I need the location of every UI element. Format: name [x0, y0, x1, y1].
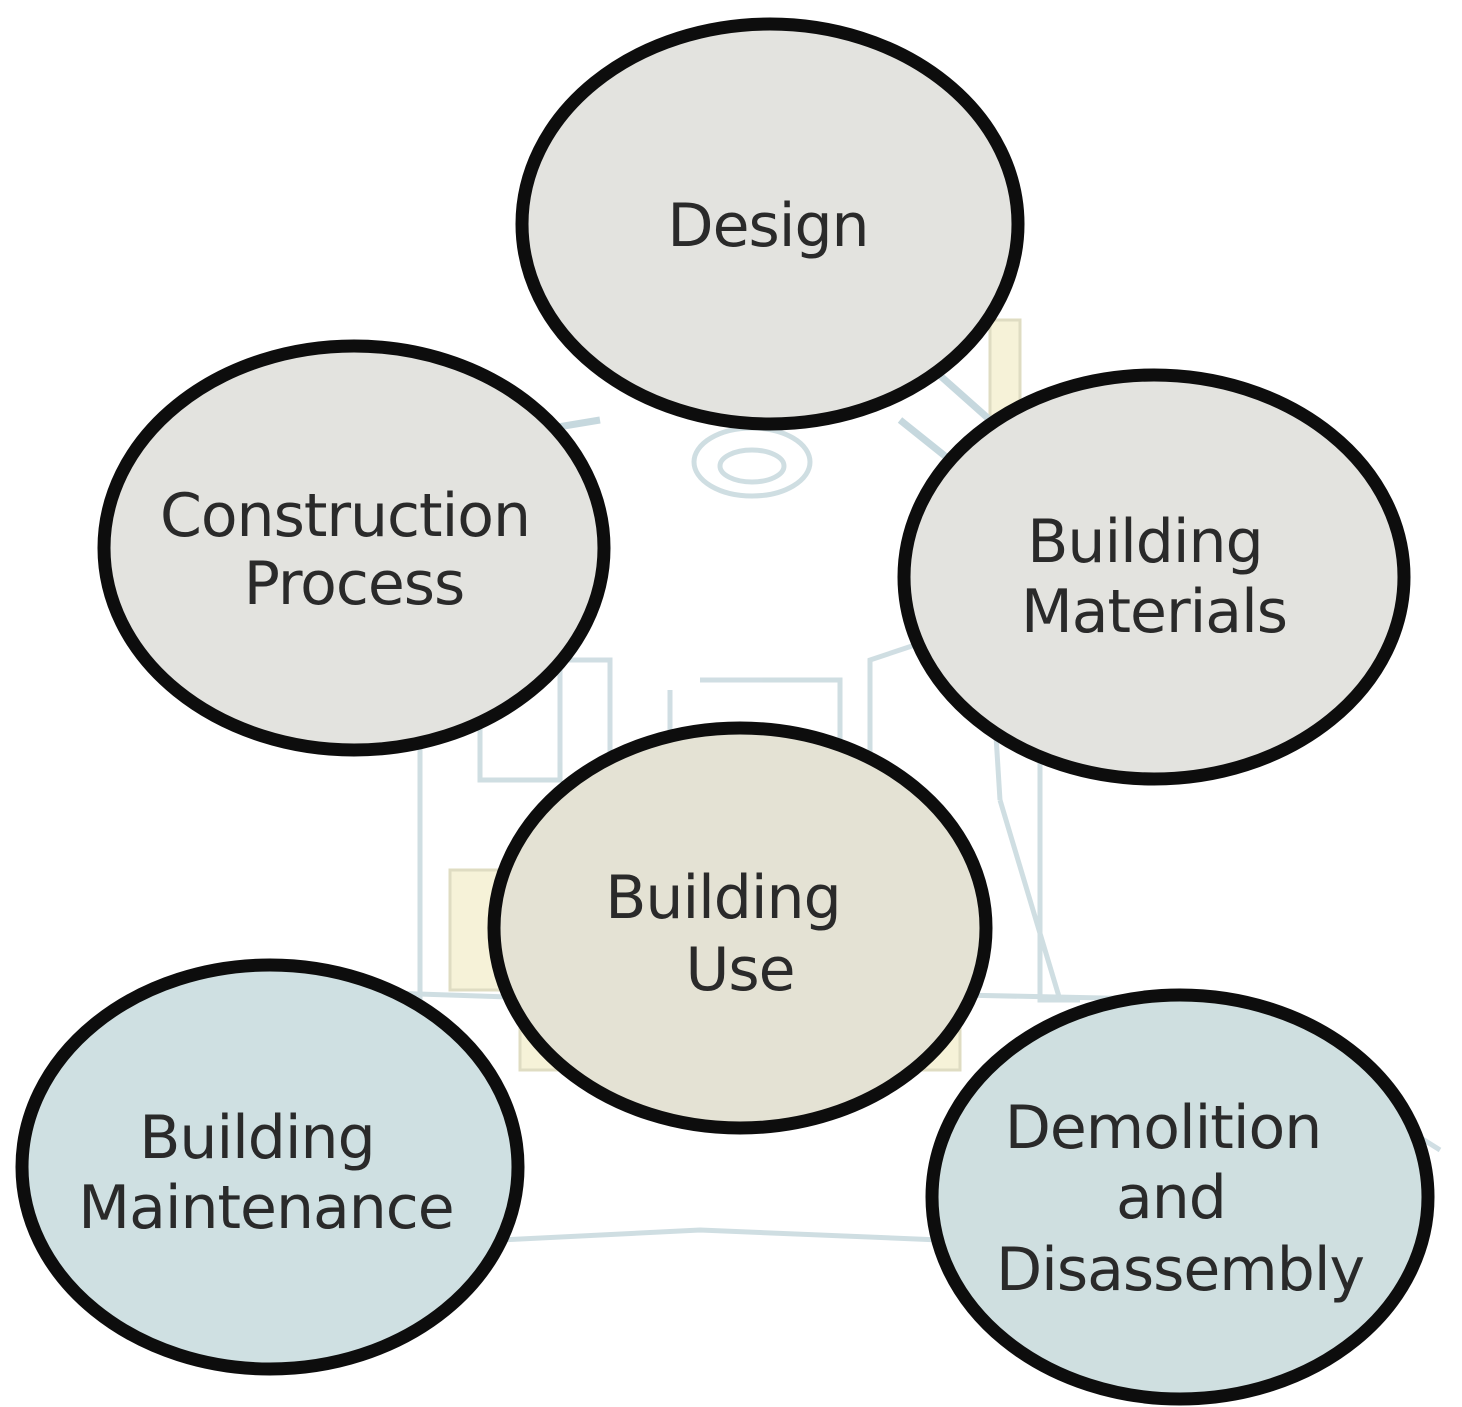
node-building-use-circle	[487, 721, 993, 1135]
node-building-materials-label: Building Materials	[1021, 507, 1287, 647]
background-ground-line	[499, 1227, 941, 1243]
node-construction-process-label-line: Process	[244, 549, 465, 619]
node-building-maintenance-circle	[15, 958, 525, 1376]
node-building-use-label-line: Use	[685, 935, 794, 1005]
node-building-maintenance: Building Maintenance	[15, 958, 525, 1376]
node-design-label: Design	[667, 191, 868, 261]
node-building-use-label: Building Use	[605, 863, 858, 1005]
node-demolition-and-disassembly: Demolition and Disassembly	[925, 988, 1435, 1406]
node-construction-process-label: Construction Process	[160, 481, 548, 619]
node-demolition-and-disassembly-label-line: and	[1116, 1163, 1226, 1233]
background-wall-line	[477, 640, 613, 783]
node-building-maintenance-label: Building Maintenance	[78, 1103, 453, 1243]
node-demolition-and-disassembly-label-line: Demolition	[1005, 1093, 1322, 1163]
node-demolition-and-disassembly-label: Demolition and Disassembly	[996, 1093, 1364, 1305]
node-design-circle	[515, 17, 1025, 431]
node-demolition-and-disassembly-circle	[925, 988, 1435, 1406]
node-building-maintenance-label-line: Maintenance	[78, 1173, 453, 1243]
background-porthole	[691, 425, 813, 499]
node-design: Design	[515, 17, 1025, 431]
node-building-use: Building Use	[487, 721, 993, 1135]
node-building-materials-circle	[897, 368, 1411, 786]
node-building-use-label-line: Building	[605, 863, 840, 933]
background-wall-line	[997, 799, 1063, 1001]
node-design-label-line: Design	[667, 191, 868, 261]
node-demolition-and-disassembly-label-line: Disassembly	[996, 1235, 1364, 1305]
background-porthole	[717, 447, 787, 485]
node-construction-process-label-line: Construction	[160, 481, 530, 551]
node-building-materials-label-line: Materials	[1021, 577, 1287, 647]
node-building-materials: Building Materials	[897, 368, 1411, 786]
node-construction-process: Construction Process	[97, 339, 611, 757]
node-building-materials-label-line: Building	[1027, 507, 1262, 577]
node-building-maintenance-label-line: Building	[139, 1103, 374, 1173]
node-construction-process-circle	[97, 339, 611, 757]
